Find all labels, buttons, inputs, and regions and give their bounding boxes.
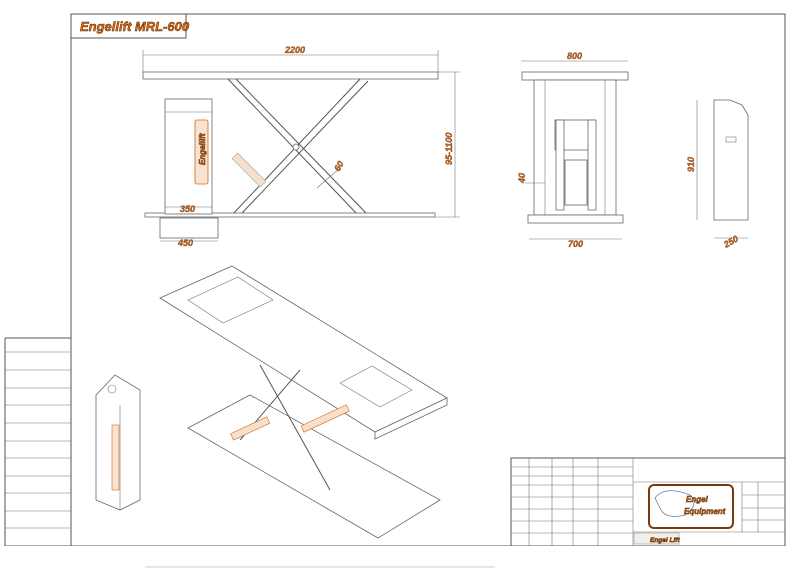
dim-base-width-label: 700 <box>568 239 583 249</box>
title-block-table: Engel Equipment Engel Lift <box>510 457 786 547</box>
dim-cabinet-depth-label: 250 <box>721 234 740 251</box>
company-name-line1: Engel <box>686 495 709 504</box>
company-name-line2: Equipment <box>684 507 726 516</box>
dim-top-width-label: 800 <box>567 51 582 61</box>
left-revision-table <box>4 337 71 546</box>
bottom-strip <box>0 546 799 568</box>
dim-cabinet-width-label: 350 <box>180 204 195 214</box>
drawing-frame <box>70 13 786 547</box>
side-view: 2200 Engellift 350 450 95-1100 60 <box>142 45 460 248</box>
dim-offset-label: 40 <box>517 173 527 184</box>
front-view: 800 700 40 <box>517 51 629 249</box>
dim-cabinet-height-label: 910 <box>686 157 696 172</box>
cabinet-view: 910 250 <box>686 99 749 251</box>
cabinet-logo: Engellift <box>198 133 207 165</box>
model-title: Engellift MRL-600 <box>80 19 190 34</box>
dim-cabinet-base-label: 450 <box>177 238 193 248</box>
model-title-box: Engellift MRL-600 <box>70 13 190 39</box>
base-frame-side <box>144 212 436 218</box>
dim-angle-label: 60 <box>332 159 346 173</box>
footer-logo-text: Engel Lift <box>650 537 680 544</box>
dim-length-label: 2200 <box>284 45 305 55</box>
engel-lift-footer-logo: Engel Lift <box>633 532 681 545</box>
engel-equipment-logo: Engel Equipment <box>648 484 734 529</box>
isometric-lift <box>159 265 448 539</box>
dim-height-label: 95-1100 <box>444 133 454 165</box>
platform-side <box>142 71 439 80</box>
isometric-cabinet <box>95 374 141 511</box>
